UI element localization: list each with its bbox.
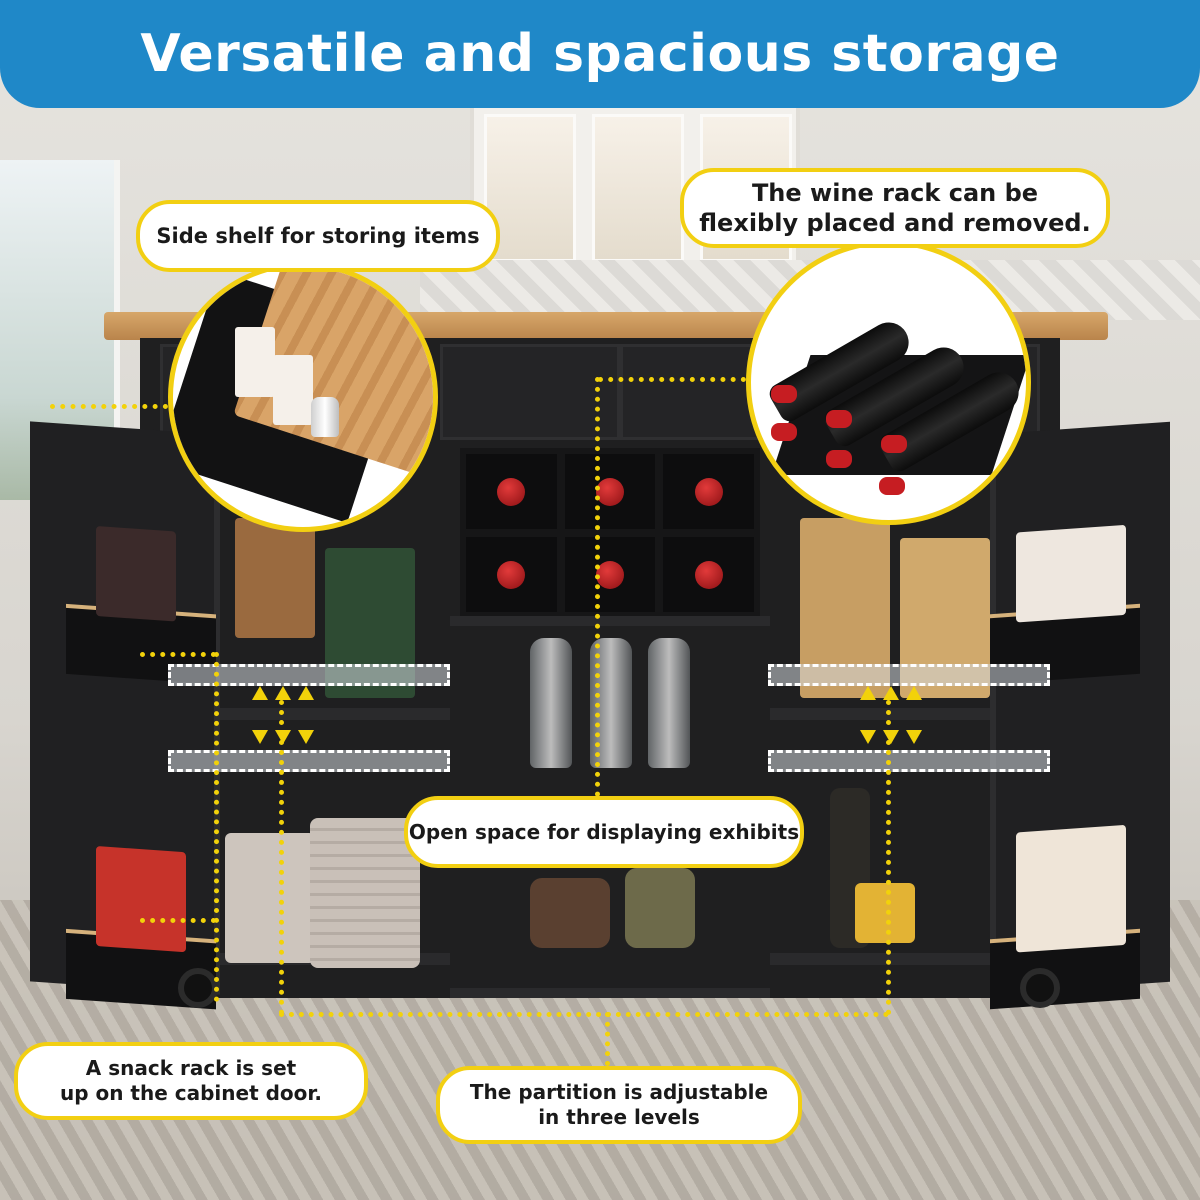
wine-bottle-cap bbox=[879, 477, 905, 495]
leader-line-snack-rack bbox=[140, 652, 216, 657]
glass-door-pane bbox=[592, 114, 684, 262]
arrow-down-icon bbox=[860, 730, 876, 744]
shelf-level-guide-left-top bbox=[168, 664, 450, 686]
callout-snack-rack-text: A snack rack is set up on the cabinet do… bbox=[59, 1056, 323, 1105]
callout-partition-text: The partition is adjustable in three lev… bbox=[469, 1080, 769, 1129]
left-side-shelf bbox=[160, 708, 450, 720]
arrow-up-icon bbox=[275, 686, 291, 700]
wine-bottle-cap bbox=[881, 435, 907, 453]
wine-bottle-cap bbox=[771, 385, 797, 403]
arrow-down-icon bbox=[906, 730, 922, 744]
leader-line-partition bbox=[886, 700, 891, 1015]
wine-cell bbox=[466, 537, 557, 612]
page-title: Versatile and spacious storage bbox=[140, 24, 1060, 84]
right-cabinet-door[interactable] bbox=[990, 421, 1170, 1010]
callout-open-space-text: Open space for displaying exhibits bbox=[408, 819, 800, 844]
shelf-level-guide-right-top bbox=[768, 664, 1050, 686]
right-side-shelf bbox=[770, 708, 1050, 720]
callout-snack-rack: A snack rack is set up on the cabinet do… bbox=[14, 1042, 368, 1120]
snack-bags bbox=[96, 845, 186, 953]
bowl-stack bbox=[225, 833, 315, 963]
cereal-boxes bbox=[1016, 824, 1126, 953]
caster-wheel bbox=[1020, 968, 1060, 1008]
arrow-down-icon bbox=[298, 730, 314, 744]
wine-bottle-cap bbox=[771, 423, 797, 441]
leader-line-partition bbox=[605, 1012, 610, 1066]
wine-cell bbox=[663, 537, 754, 612]
callout-wine-rack-text: The wine rack can be flexibly placed and… bbox=[699, 179, 1091, 237]
cereal-boxes bbox=[1016, 524, 1126, 623]
callout-partition: The partition is adjustable in three lev… bbox=[436, 1066, 802, 1144]
wine-cell bbox=[564, 537, 656, 612]
glass-bottle bbox=[648, 638, 690, 768]
callout-wine-rack: The wine rack can be flexibly placed and… bbox=[680, 168, 1110, 248]
kraft-bag bbox=[235, 518, 315, 638]
right-bottom-shelf bbox=[770, 953, 1050, 965]
arrow-up-icon bbox=[860, 686, 876, 700]
wine-cell bbox=[564, 454, 656, 529]
shelf-level-guide-left-bottom bbox=[168, 750, 450, 772]
callout-side-shelf-text: Side shelf for storing items bbox=[156, 223, 480, 248]
callout-open-space: Open space for displaying exhibits bbox=[404, 796, 804, 868]
drawer-center-left bbox=[440, 344, 620, 440]
honey-jar bbox=[855, 883, 915, 943]
plate-stack bbox=[310, 818, 420, 968]
center-shelf-bottom bbox=[450, 988, 770, 998]
storage-jar bbox=[530, 878, 610, 948]
leader-line-wine-rack bbox=[595, 377, 600, 797]
spice-box bbox=[273, 355, 313, 425]
wine-cell bbox=[466, 454, 557, 529]
sauce-bottles bbox=[96, 525, 176, 622]
callout-side-shelf: Side shelf for storing items bbox=[136, 200, 500, 272]
wine-bottle-cap bbox=[694, 477, 723, 506]
side-shelf-zoom-circle bbox=[168, 262, 438, 532]
wine-bottle-cap bbox=[694, 560, 723, 589]
arrow-down-icon bbox=[252, 730, 268, 744]
leader-line-partition bbox=[279, 1012, 889, 1017]
wine-bottle-cap bbox=[595, 477, 624, 506]
header-banner: Versatile and spacious storage bbox=[0, 0, 1200, 108]
glass-bottle bbox=[530, 638, 572, 768]
arrow-up-icon bbox=[883, 686, 899, 700]
leader-line-snack-rack bbox=[214, 652, 219, 1002]
arrow-up-icon bbox=[906, 686, 922, 700]
wine-bottle-cap bbox=[595, 560, 624, 589]
wine-rack-zoom-circle bbox=[746, 240, 1031, 525]
wine-cell bbox=[663, 454, 754, 529]
wine-cell-grid bbox=[460, 448, 760, 618]
storage-jar bbox=[625, 868, 695, 948]
wine-bottle-cap bbox=[826, 450, 852, 468]
wine-bottle-cap bbox=[826, 410, 852, 428]
leader-line-partition bbox=[279, 700, 284, 1015]
left-cabinet-door[interactable] bbox=[30, 421, 220, 1010]
arrow-up-icon bbox=[298, 686, 314, 700]
arrow-up-icon bbox=[252, 686, 268, 700]
leader-line-snack-rack bbox=[140, 918, 216, 923]
shelf-level-guide-right-bottom bbox=[768, 750, 1050, 772]
caster-wheel bbox=[178, 968, 218, 1008]
wine-bottle-cap bbox=[497, 560, 526, 589]
wine-bottle-cap bbox=[497, 477, 526, 506]
spice-jar bbox=[311, 397, 339, 437]
spice-box bbox=[235, 327, 275, 397]
leader-line-wine-rack bbox=[598, 377, 746, 382]
center-shelf-upper bbox=[450, 616, 770, 626]
leader-line-side-shelf bbox=[50, 404, 168, 409]
